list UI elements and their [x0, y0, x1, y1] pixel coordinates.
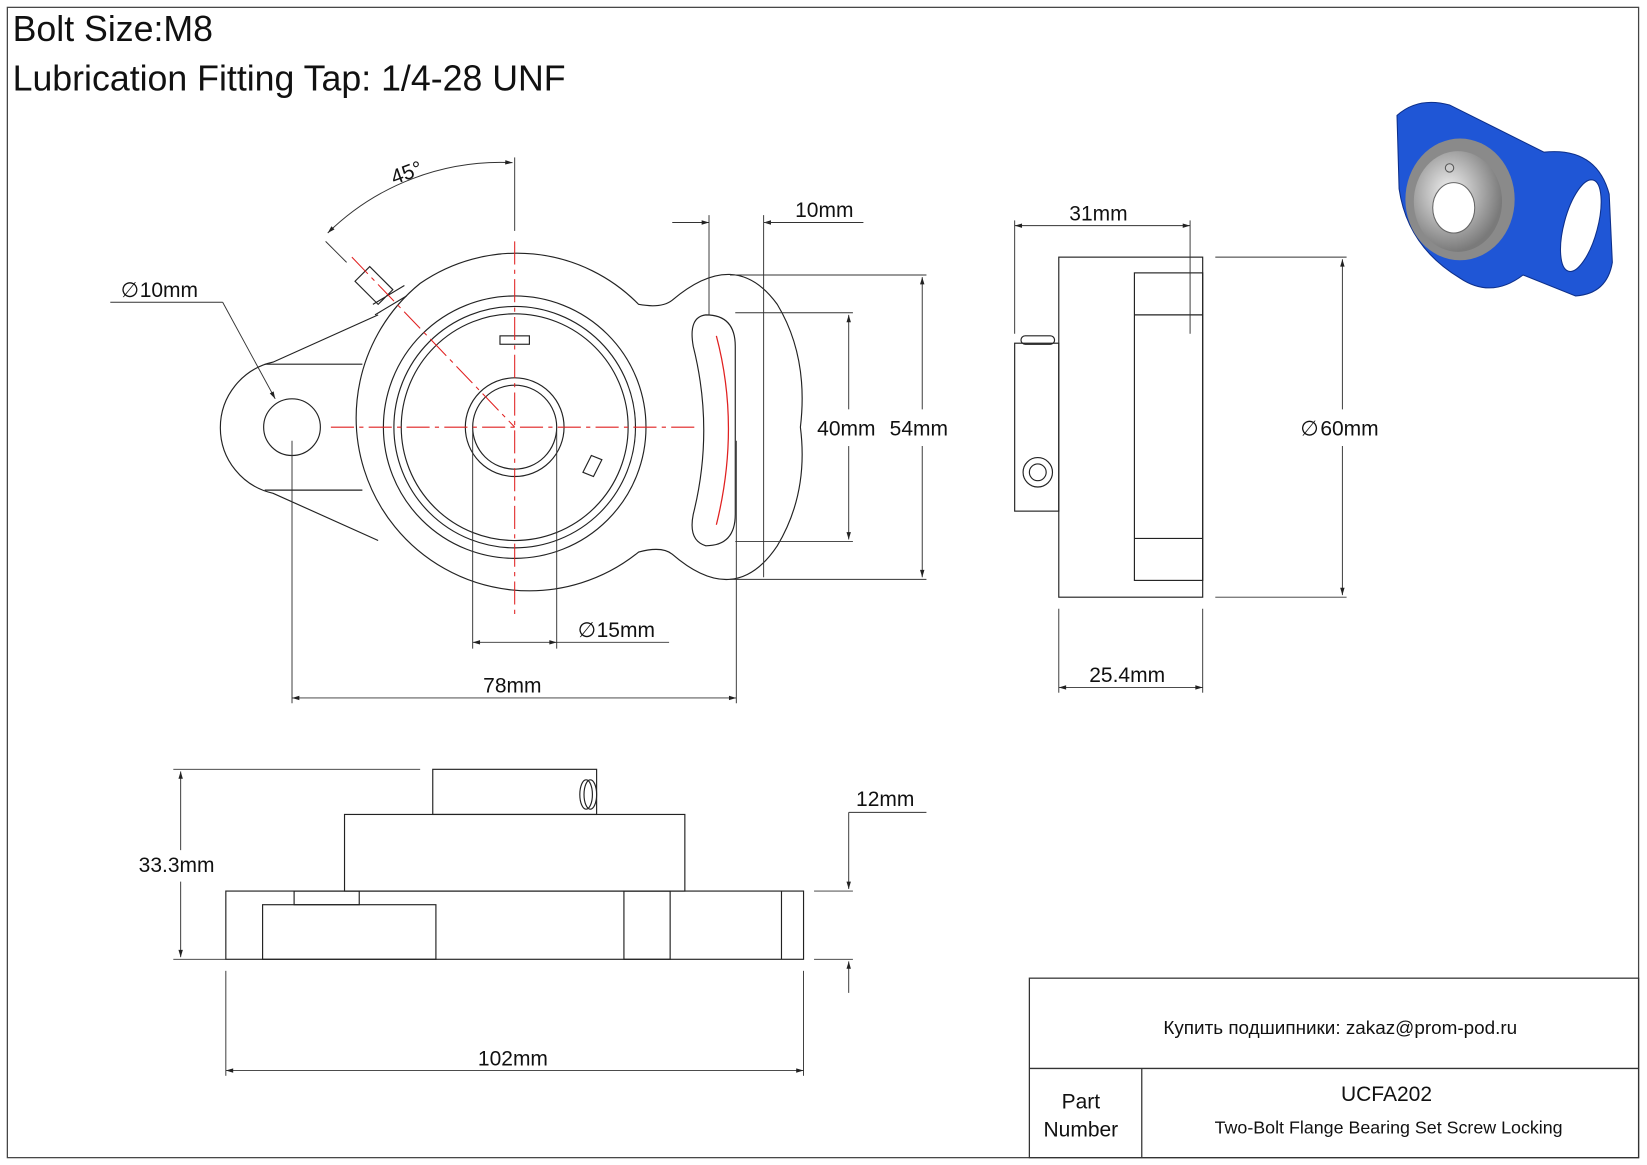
angle-label: 45° — [388, 157, 426, 189]
part-label-line1: Part — [1062, 1090, 1101, 1113]
side-view: 31mm ∅ 60mm 25.4mm — [1014, 202, 1379, 693]
bolt-size-label: Bolt Size:M8 — [13, 9, 213, 49]
bottom-view: 33.3mm 12mm 102mm — [139, 768, 927, 1076]
bolt-hole-dim: 10mm — [140, 279, 198, 302]
slot-height-dim: 40mm — [817, 418, 875, 441]
contact-text: Купить подшипники: zakaz@prom-pod.ru — [1163, 1018, 1517, 1039]
title-block: Купить подшипники: zakaz@prom-pod.ru Par… — [1028, 977, 1640, 1159]
diameter-dim: 60mm — [1320, 418, 1378, 441]
part-number: UCFA202 — [1341, 1083, 1432, 1106]
bore-dim: 15mm — [597, 619, 655, 642]
sheet-border — [6, 6, 1640, 1159]
part-label-line2: Number — [1044, 1119, 1119, 1142]
diameter-symbol-bore: ∅ — [578, 619, 596, 642]
lobe-height-dim: 54mm — [890, 418, 948, 441]
ring-width-dim: 31mm — [1069, 202, 1127, 225]
flange-thickness-dim: 10mm — [795, 199, 853, 222]
diameter-symbol-bolt: ∅ — [121, 279, 139, 302]
overall-length-dim: 102mm — [478, 1047, 548, 1070]
bearing-3d-render — [1396, 101, 1613, 297]
part-description: Two-Bolt Flange Bearing Set Screw Lockin… — [1215, 1118, 1563, 1138]
bolt-spacing-dim: 78mm — [483, 675, 541, 698]
lubrication-label: Lubrication Fitting Tap: 1/4-28 UNF — [13, 58, 566, 98]
front-view: 45° ∅ 10mm 10mm 40mm 54mm ∅ 15mm 78mm — [110, 157, 948, 704]
slot — [691, 314, 736, 547]
base-height-dim: 12mm — [856, 788, 914, 811]
housing-width-dim: 25.4mm — [1089, 664, 1165, 687]
total-height-dim: 33.3mm — [139, 854, 215, 877]
diameter-symbol-housing: ∅ — [1300, 418, 1318, 441]
